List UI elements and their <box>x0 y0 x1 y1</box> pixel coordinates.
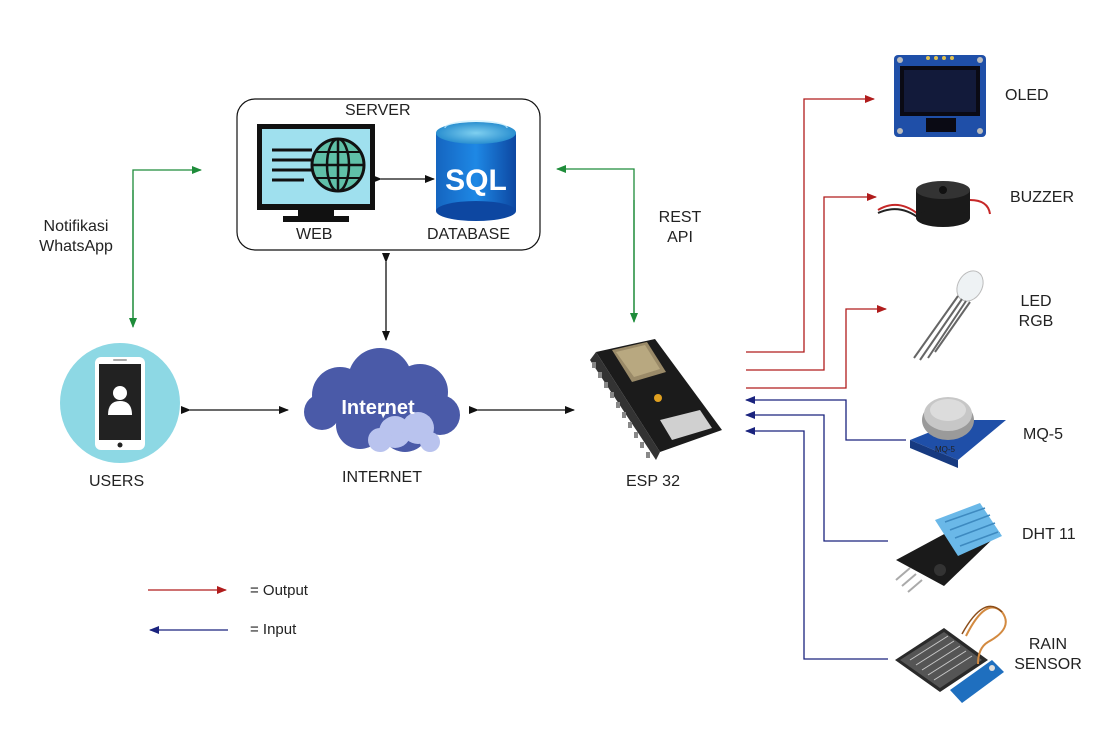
notifikasi-connector <box>129 166 202 328</box>
led-rgb-label: LED RGB <box>1018 293 1054 330</box>
legend-output-label: = Output <box>250 582 308 599</box>
input-lines <box>745 396 906 660</box>
internet-label: INTERNET <box>342 469 422 486</box>
esp32-board-icon <box>590 339 722 460</box>
dht11-label: DHT 11 <box>1022 526 1076 543</box>
users-phone-icon <box>60 343 180 463</box>
users-label: USERS <box>89 473 145 490</box>
dht11-sensor-icon <box>895 503 1002 593</box>
rain-esp-input-line <box>745 427 888 660</box>
legend <box>148 586 228 634</box>
internet-cloud-text: Internet <box>341 397 415 419</box>
oled-module-icon <box>894 55 986 137</box>
database-label: DATABASE <box>427 226 510 243</box>
mq5-chip-text: MQ-5 <box>935 445 956 454</box>
globe-icon <box>310 137 366 193</box>
web-monitor-icon <box>257 124 375 222</box>
internet-cloud-icon: Internet <box>304 348 460 452</box>
web-label: WEB <box>296 226 333 243</box>
buzzer-icon <box>877 181 991 227</box>
dht11-esp-input-line <box>745 411 888 542</box>
server-title: SERVER <box>345 102 411 119</box>
esp-buzzer-output-line <box>746 193 877 371</box>
oled-label: OLED <box>1005 87 1049 104</box>
notifikasi-whatsapp-label: Notifikasi WhatsApp <box>39 218 113 255</box>
rest-api-connector <box>556 165 638 323</box>
buzzer-label: BUZZER <box>1010 189 1074 206</box>
legend-input-label: = Input <box>250 621 297 638</box>
user-icon <box>108 386 132 415</box>
mq5-esp-input-line <box>745 396 906 441</box>
output-lines <box>746 95 887 389</box>
rain-sensor-icon <box>895 605 1007 703</box>
led-rgb-icon <box>913 270 984 361</box>
esp-led-output-line <box>746 305 887 389</box>
esp-oled-output-line <box>746 95 875 353</box>
mq5-sensor-icon: MQ-5 <box>910 397 1006 468</box>
esp32-label: ESP 32 <box>626 473 680 490</box>
rain-sensor-label: RAIN SENSOR <box>1014 636 1082 673</box>
sql-text: SQL <box>445 164 507 197</box>
mq5-label: MQ-5 <box>1023 426 1063 443</box>
rest-api-label: REST API <box>658 209 702 246</box>
database-icon: SQL <box>436 120 516 221</box>
